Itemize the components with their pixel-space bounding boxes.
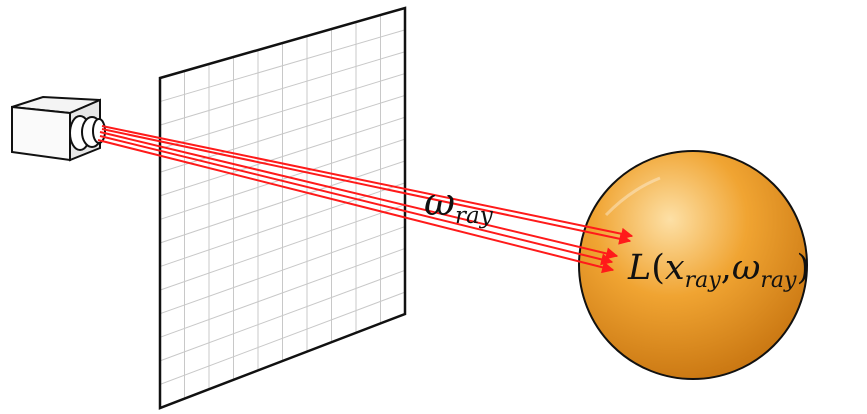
ray-line xyxy=(97,139,615,274)
camera-rays xyxy=(97,125,634,274)
grid-line xyxy=(159,247,406,338)
grid-line xyxy=(159,29,406,103)
open-paren: ( xyxy=(651,248,665,288)
position-symbol: x xyxy=(664,248,685,288)
radiance-function-symbol: L xyxy=(628,248,652,288)
camera-icon xyxy=(11,95,106,162)
position-subscript: ray xyxy=(684,268,721,293)
close-paren: ) xyxy=(796,248,811,288)
ray-line xyxy=(101,125,634,240)
grid-line xyxy=(159,51,406,126)
direction-symbol-2: ω xyxy=(731,248,761,288)
grid-line xyxy=(159,182,406,268)
radiance-label: L(xray,ωray) xyxy=(628,248,810,293)
grid-line xyxy=(159,269,406,362)
ray-direction-label: ωray xyxy=(424,180,493,229)
image-plane xyxy=(158,6,407,410)
image-plane-grid xyxy=(159,15,406,399)
grid-line xyxy=(159,204,406,291)
sphere xyxy=(578,150,808,380)
grid-line xyxy=(159,291,406,385)
direction-subscript-2: ray xyxy=(760,268,797,293)
direction-subscript: ray xyxy=(455,203,493,229)
ray-line xyxy=(99,135,614,266)
grid-line xyxy=(159,226,406,315)
grid-line xyxy=(159,160,406,244)
direction-symbol: ω xyxy=(424,180,455,224)
grid-line xyxy=(159,73,406,150)
image-plane-border xyxy=(158,6,407,410)
ray-line xyxy=(101,128,632,245)
separator: , xyxy=(720,248,732,288)
sphere-body xyxy=(578,150,808,380)
grid-line xyxy=(159,94,406,173)
grid-line xyxy=(159,138,406,220)
ray-line xyxy=(99,131,619,260)
grid-line xyxy=(159,116,406,197)
